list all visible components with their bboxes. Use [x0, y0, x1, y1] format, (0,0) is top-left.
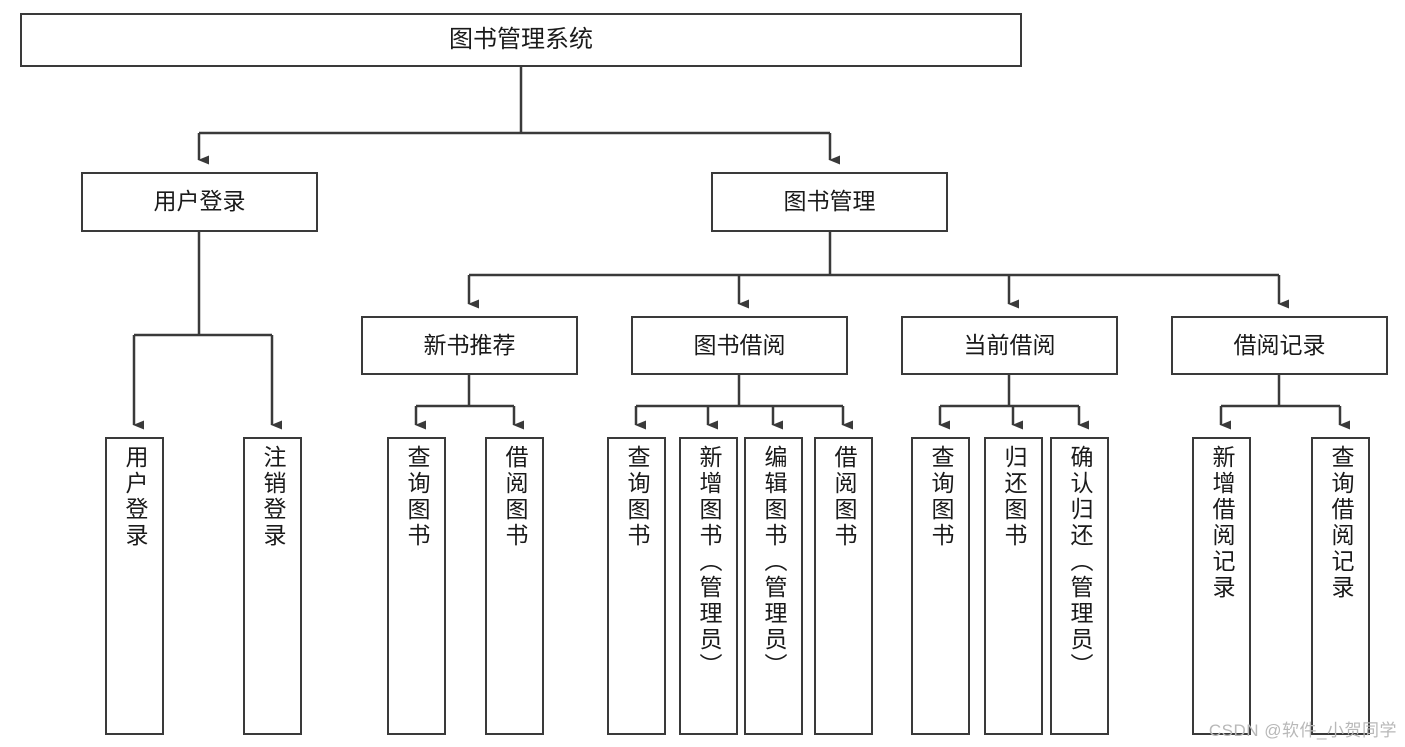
node-leaf-query-record[interactable]: 查询借阅记录 [1311, 437, 1370, 735]
node-leaf-add-record[interactable]: 新增借阅记录 [1192, 437, 1251, 735]
node-leaf-confirm-return[interactable]: 确认归还（管理员） [1050, 437, 1109, 735]
node-label: 当前借阅 [963, 331, 1056, 358]
node-leaf-user-logout[interactable]: 注销登录 [243, 437, 302, 735]
node-label: 用户登录 [153, 188, 246, 215]
node-label: 查询图书 [928, 445, 954, 549]
node-label: 借阅图书 [502, 445, 528, 549]
node-leaf-borrow-book-1[interactable]: 借阅图书 [485, 437, 544, 735]
edge-newbookrec-to-leaves [414, 375, 524, 430]
node-borrow-record[interactable]: 借阅记录 [1171, 316, 1388, 375]
node-label: 借阅记录 [1233, 331, 1326, 358]
node-label: 图书管理 [783, 188, 876, 215]
node-leaf-query-book-1[interactable]: 查询图书 [387, 437, 446, 735]
node-label: 查询图书 [624, 445, 650, 549]
edge-borrowrecord-to-leaves [1219, 375, 1350, 430]
node-label: 图书管理系统 [449, 25, 593, 53]
node-label: 归还图书 [1001, 445, 1027, 549]
node-new-book-rec[interactable]: 新书推荐 [361, 316, 578, 375]
node-label: 新书推荐 [423, 331, 516, 358]
node-label: 新增图书（管理员） [696, 445, 722, 679]
node-label: 新增借阅记录 [1209, 445, 1235, 601]
node-label: 查询图书 [404, 445, 430, 549]
node-label: 用户登录 [122, 445, 148, 549]
node-leaf-query-book-2[interactable]: 查询图书 [607, 437, 666, 735]
edge-bookmanage-to-level2 [467, 232, 1289, 309]
node-leaf-return-book[interactable]: 归还图书 [984, 437, 1043, 735]
edge-root-to-level1 [197, 67, 840, 165]
node-leaf-query-book-3[interactable]: 查询图书 [911, 437, 970, 735]
node-book-borrow[interactable]: 图书借阅 [631, 316, 848, 375]
node-leaf-add-book[interactable]: 新增图书（管理员） [679, 437, 738, 735]
csdn-watermark: CSDN @软件_小贺同学 [1208, 721, 1397, 740]
node-label: 借阅图书 [831, 445, 857, 549]
node-label: 确认归还（管理员） [1067, 445, 1093, 679]
edge-bookborrow-to-leaves [634, 375, 853, 430]
edge-userlogin-to-leaves [132, 232, 282, 430]
node-user-login[interactable]: 用户登录 [81, 172, 318, 232]
node-root[interactable]: 图书管理系统 [20, 13, 1022, 67]
node-leaf-edit-book[interactable]: 编辑图书（管理员） [744, 437, 803, 735]
node-label: 图书借阅 [693, 331, 786, 358]
node-label: 查询借阅记录 [1328, 445, 1354, 601]
node-current-borrow[interactable]: 当前借阅 [901, 316, 1118, 375]
node-label: 编辑图书（管理员） [761, 445, 787, 679]
node-leaf-borrow-book-2[interactable]: 借阅图书 [814, 437, 873, 735]
node-leaf-user-login[interactable]: 用户登录 [105, 437, 164, 735]
node-book-manage[interactable]: 图书管理 [711, 172, 948, 232]
node-label: 注销登录 [260, 445, 286, 549]
edge-currentborrow-to-leaves [938, 375, 1089, 430]
